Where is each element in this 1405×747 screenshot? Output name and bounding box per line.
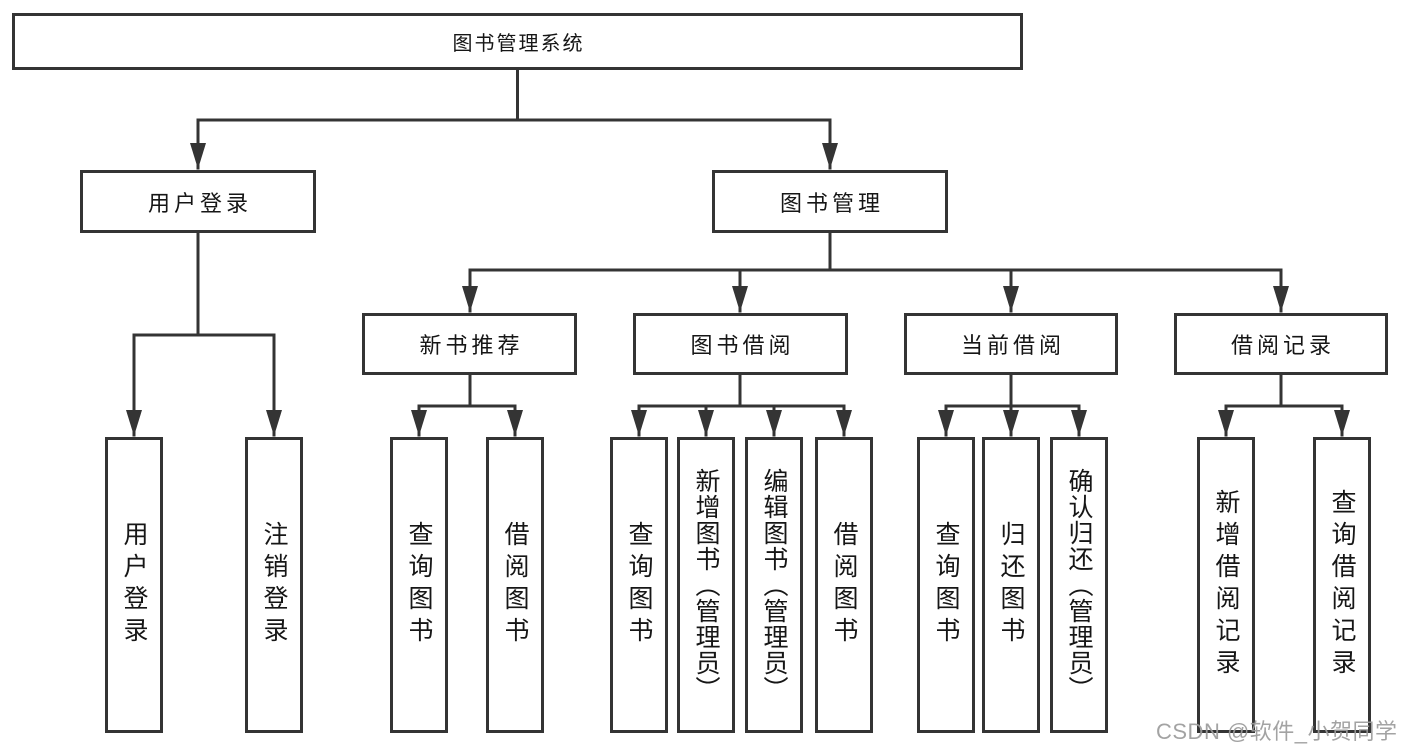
node-book-mgmt-label: 图书管理 <box>779 190 884 216</box>
node-book-mgmt: 图书管理 <box>712 170 948 233</box>
leaf-borrow-books-recommend: 借阅图书 <box>486 437 544 733</box>
leaf-add-books-admin: 新增图书（管理员） <box>677 437 735 733</box>
node-book-borrow: 图书借阅 <box>633 313 848 375</box>
node-root-system: 图书管理系统 <box>12 13 1023 70</box>
leaf-query-borrow-record: 查询借阅记录 <box>1313 437 1371 733</box>
connector-current-borrow-split <box>944 373 1081 408</box>
node-current-borrow: 当前借阅 <box>904 313 1118 375</box>
node-user-login: 用户登录 <box>80 170 316 233</box>
connector-borrow-records-split <box>1224 373 1344 408</box>
leaf-borrow-books: 借阅图书 <box>815 437 873 733</box>
node-new-books: 新书推荐 <box>362 313 577 375</box>
leaf-logout: 注销登录 <box>245 437 303 733</box>
leaf-confirm-return-admin: 确认归还（管理员） <box>1050 437 1108 733</box>
leaf-user-login: 用户登录 <box>105 437 163 733</box>
node-new-books-label: 新书推荐 <box>419 333 524 358</box>
node-book-borrow-label: 图书借阅 <box>690 333 795 358</box>
leaf-return-books: 归还图书 <box>982 437 1040 733</box>
connector-book-mgmt-split <box>468 231 1283 272</box>
node-current-borrow-label: 当前借阅 <box>960 333 1065 358</box>
leaf-query-books-borrow: 查询图书 <box>610 437 668 733</box>
leaf-add-borrow-record: 新增借阅记录 <box>1197 437 1255 733</box>
csdn-watermark: CSDN @软件_小贺同学 <box>1156 719 1398 744</box>
connector-new-books-split <box>417 373 517 408</box>
leaf-query-books-recommend: 查询图书 <box>390 437 448 733</box>
connector-user-login-split <box>132 231 276 337</box>
connector-root-split <box>196 68 832 122</box>
node-borrow-records: 借阅记录 <box>1174 313 1388 375</box>
node-borrow-records-label: 借阅记录 <box>1230 333 1335 358</box>
leaf-edit-books-admin: 编辑图书（管理员） <box>745 437 803 733</box>
leaf-query-books-current: 查询图书 <box>917 437 975 733</box>
connector-book-borrow-split <box>637 373 846 408</box>
node-user-login-label: 用户登录 <box>147 190 252 216</box>
node-root-label: 图书管理系统 <box>452 33 585 55</box>
